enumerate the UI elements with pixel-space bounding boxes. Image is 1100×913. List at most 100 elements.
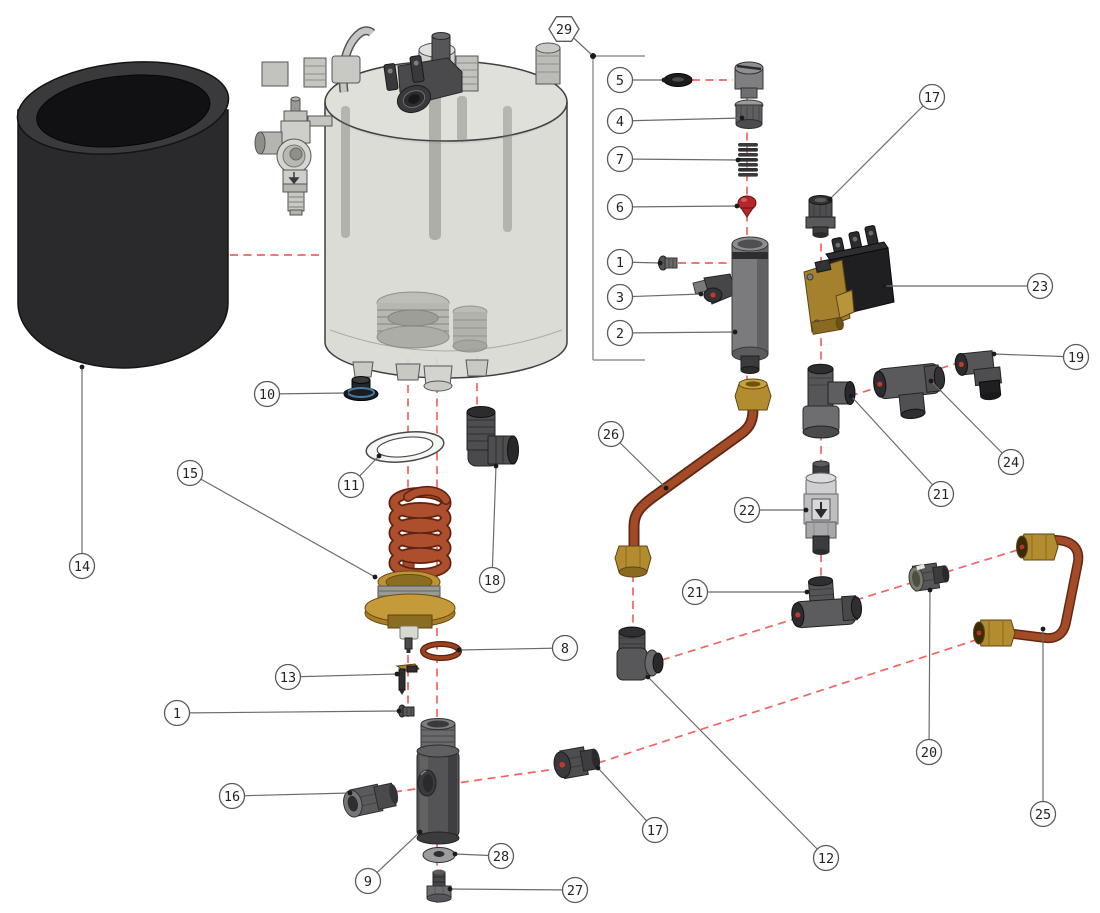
callout-6-4: 6 xyxy=(606,193,740,221)
callout-12-18: 12 xyxy=(645,674,840,872)
leader-dot xyxy=(698,291,704,297)
boiler-dip-tubes xyxy=(341,88,512,240)
boiler-side-port-inner xyxy=(452,305,488,353)
side-barb-fitting xyxy=(692,273,737,305)
callout-circle xyxy=(551,634,579,662)
leader-line xyxy=(647,676,827,859)
leader-line xyxy=(928,589,931,753)
callout-circle xyxy=(1026,272,1054,300)
callout-circle xyxy=(641,816,669,844)
boiler-bottom-ports xyxy=(352,359,489,392)
callout-18-24: 18 xyxy=(478,463,506,594)
callout-5-1: 5 xyxy=(606,66,667,94)
callout-17-8: 17 xyxy=(827,83,946,202)
elbow-fitting-21-upper xyxy=(802,363,856,439)
callout-number: 25 xyxy=(1035,807,1051,823)
leader-dot xyxy=(804,589,810,595)
valve-cap-screw xyxy=(734,61,764,99)
element-terminal xyxy=(409,55,425,83)
leader-line xyxy=(930,380,1012,463)
callout-circle xyxy=(606,283,634,311)
callout-number: 22 xyxy=(739,503,755,519)
copper-pipe-25 xyxy=(973,533,1084,647)
hex-bolt-27 xyxy=(426,869,452,903)
callout-number: 4 xyxy=(616,114,624,130)
callout-22-13: 22 xyxy=(733,496,809,524)
callout-circle xyxy=(478,566,506,594)
leader-line xyxy=(287,673,398,678)
callout-circle xyxy=(176,459,204,487)
callout-8-25: 8 xyxy=(456,634,579,662)
callout-number: 27 xyxy=(567,883,583,899)
callout-number: 20 xyxy=(921,745,937,761)
tee-body-9 xyxy=(416,718,460,845)
callout-17-19: 17 xyxy=(595,765,669,844)
callout-number: 28 xyxy=(493,849,509,865)
leader-dot xyxy=(347,790,353,796)
callout-circle xyxy=(337,471,365,499)
callout-number: 17 xyxy=(647,823,663,839)
callout-number: 1 xyxy=(173,706,181,722)
callout-number: 8 xyxy=(561,641,569,657)
bracket-lines xyxy=(592,55,645,361)
under-boiler-parts xyxy=(343,376,519,903)
callout-number: 16 xyxy=(224,789,240,805)
leader-dot xyxy=(803,507,809,513)
leader-dot xyxy=(827,196,833,202)
callout-number: 7 xyxy=(616,152,624,168)
callout-20-16: 20 xyxy=(915,587,943,766)
valve-bushing xyxy=(734,99,764,129)
insulation-jacket xyxy=(16,61,230,369)
leader-dot xyxy=(452,851,458,857)
leader-dot xyxy=(661,77,667,83)
callout-21-15: 21 xyxy=(681,578,810,606)
callout-circle xyxy=(354,867,382,895)
callout-circle xyxy=(606,107,634,135)
callout-1-5: 1 xyxy=(606,248,663,276)
flare-nut xyxy=(734,378,772,411)
copper-pipe-26 xyxy=(614,378,772,578)
callout-3-6: 3 xyxy=(606,283,704,311)
callout-number: 29 xyxy=(556,22,572,38)
callout-circle xyxy=(915,738,943,766)
flare-nut xyxy=(973,619,1016,647)
safety-valve-assembly xyxy=(254,96,333,216)
callout-7-3: 7 xyxy=(606,145,741,173)
callout-23-9: 23 xyxy=(881,272,1054,300)
leader-line xyxy=(619,117,743,122)
callout-circle xyxy=(918,83,946,111)
hex-nipple-fitting-top xyxy=(805,195,836,238)
leader-dot xyxy=(376,453,382,459)
leader-dot xyxy=(493,463,499,469)
callout-1-27: 1 xyxy=(163,699,402,727)
callout-number: 3 xyxy=(616,290,624,306)
seal-gasket xyxy=(663,73,693,87)
nipple-fitting-20 xyxy=(908,562,950,592)
callout-number: 18 xyxy=(484,573,500,589)
leader-line xyxy=(619,293,702,298)
leader-dot xyxy=(663,485,669,491)
callout-number: 24 xyxy=(1003,455,1019,471)
callout-circle xyxy=(68,552,96,580)
callout-circle xyxy=(606,145,634,173)
leader-dot xyxy=(396,708,402,714)
flat-gasket-11 xyxy=(365,431,445,463)
tee-fitting-24 xyxy=(873,363,946,419)
callout-circle xyxy=(606,248,634,276)
callout-2-7: 2 xyxy=(606,319,738,347)
callout-19-10: 19 xyxy=(991,343,1090,371)
leader-dot xyxy=(417,829,423,835)
elbow-fitting-12 xyxy=(616,626,664,681)
boiler-top-fittings xyxy=(261,26,561,114)
probe-bracket-13 xyxy=(395,663,420,695)
callout-circle xyxy=(487,842,515,870)
callout-number: 21 xyxy=(687,585,703,601)
leader-line xyxy=(189,472,376,578)
leader-line xyxy=(619,158,739,161)
callout-number: 6 xyxy=(616,200,624,216)
callout-circle xyxy=(163,699,191,727)
callout-number: 1 xyxy=(616,255,624,271)
callout-number: 14 xyxy=(74,559,90,575)
